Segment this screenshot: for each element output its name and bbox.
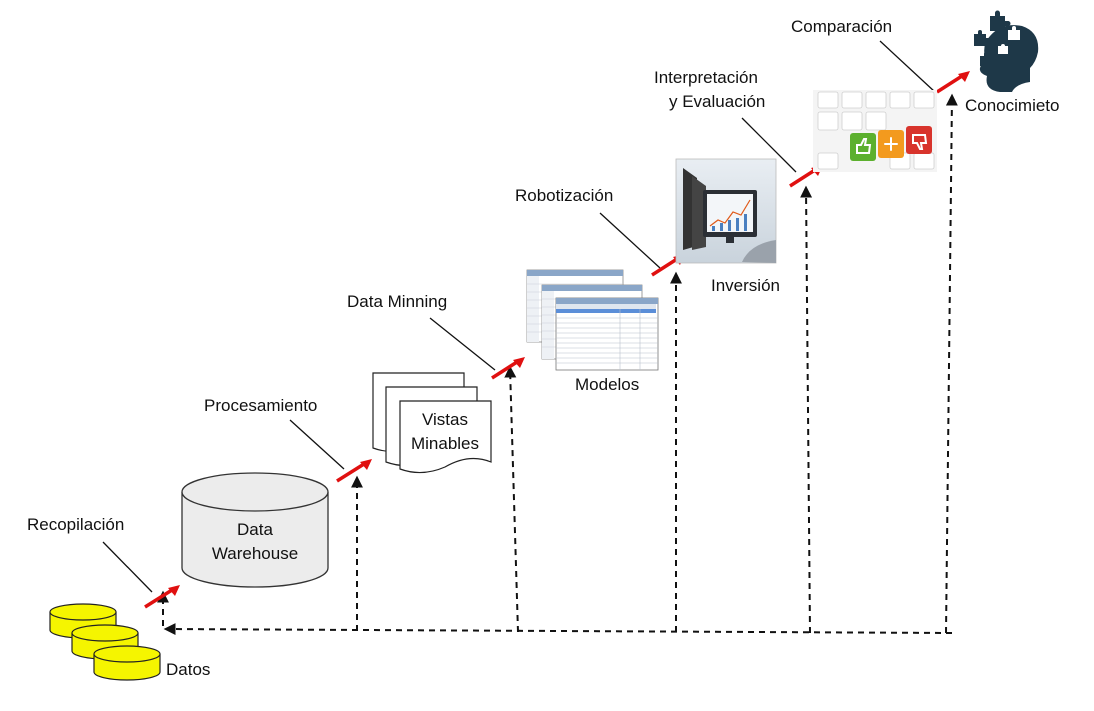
stage-label-warehouse-line1: Data	[237, 520, 273, 539]
stage-label-modelos: Modelos	[575, 375, 640, 394]
yellow-database-stack-icon	[49, 603, 161, 681]
step-label-recopilacion: Recopilación	[27, 515, 125, 534]
head-puzzle-icon	[974, 10, 1039, 92]
database-cylinder-icon	[181, 472, 329, 588]
step-label-procesamiento: Procesamiento	[204, 396, 318, 415]
stage-label-datos: Datos	[166, 660, 211, 679]
keyboard-rating-keys-icon	[813, 90, 937, 172]
step-arrow-recopilacion	[144, 585, 180, 609]
stage-label-warehouse-line2: Warehouse	[211, 544, 299, 563]
step-label-data-minning: Data Minning	[347, 292, 448, 311]
stage-label-conocimiento: Conocimieto	[965, 96, 1060, 115]
step-label-robotizacion: Robotización	[515, 186, 614, 205]
stage-label-vistas-line1: Vistas	[422, 410, 468, 429]
feedback-loop	[157, 93, 958, 636]
stage-label-inversion: Inversión	[711, 276, 780, 295]
stacked-documents-icon	[372, 372, 492, 474]
label-leaders	[102, 40, 936, 593]
monitor-chart-icon	[675, 158, 777, 264]
step-label-interpretacion-line1: Interpretación	[654, 68, 758, 87]
step-arrow-data-minning	[491, 357, 525, 380]
data-table-screenshot-icon	[526, 269, 659, 371]
step-arrow-comparacion	[936, 71, 970, 94]
step-label-comparacion: Comparación	[791, 17, 893, 36]
step-arrow-procesamiento	[336, 459, 372, 483]
stage-label-vistas-line2: Minables	[410, 434, 480, 453]
step-label-interpretacion-line2: y Evaluación	[669, 92, 766, 111]
